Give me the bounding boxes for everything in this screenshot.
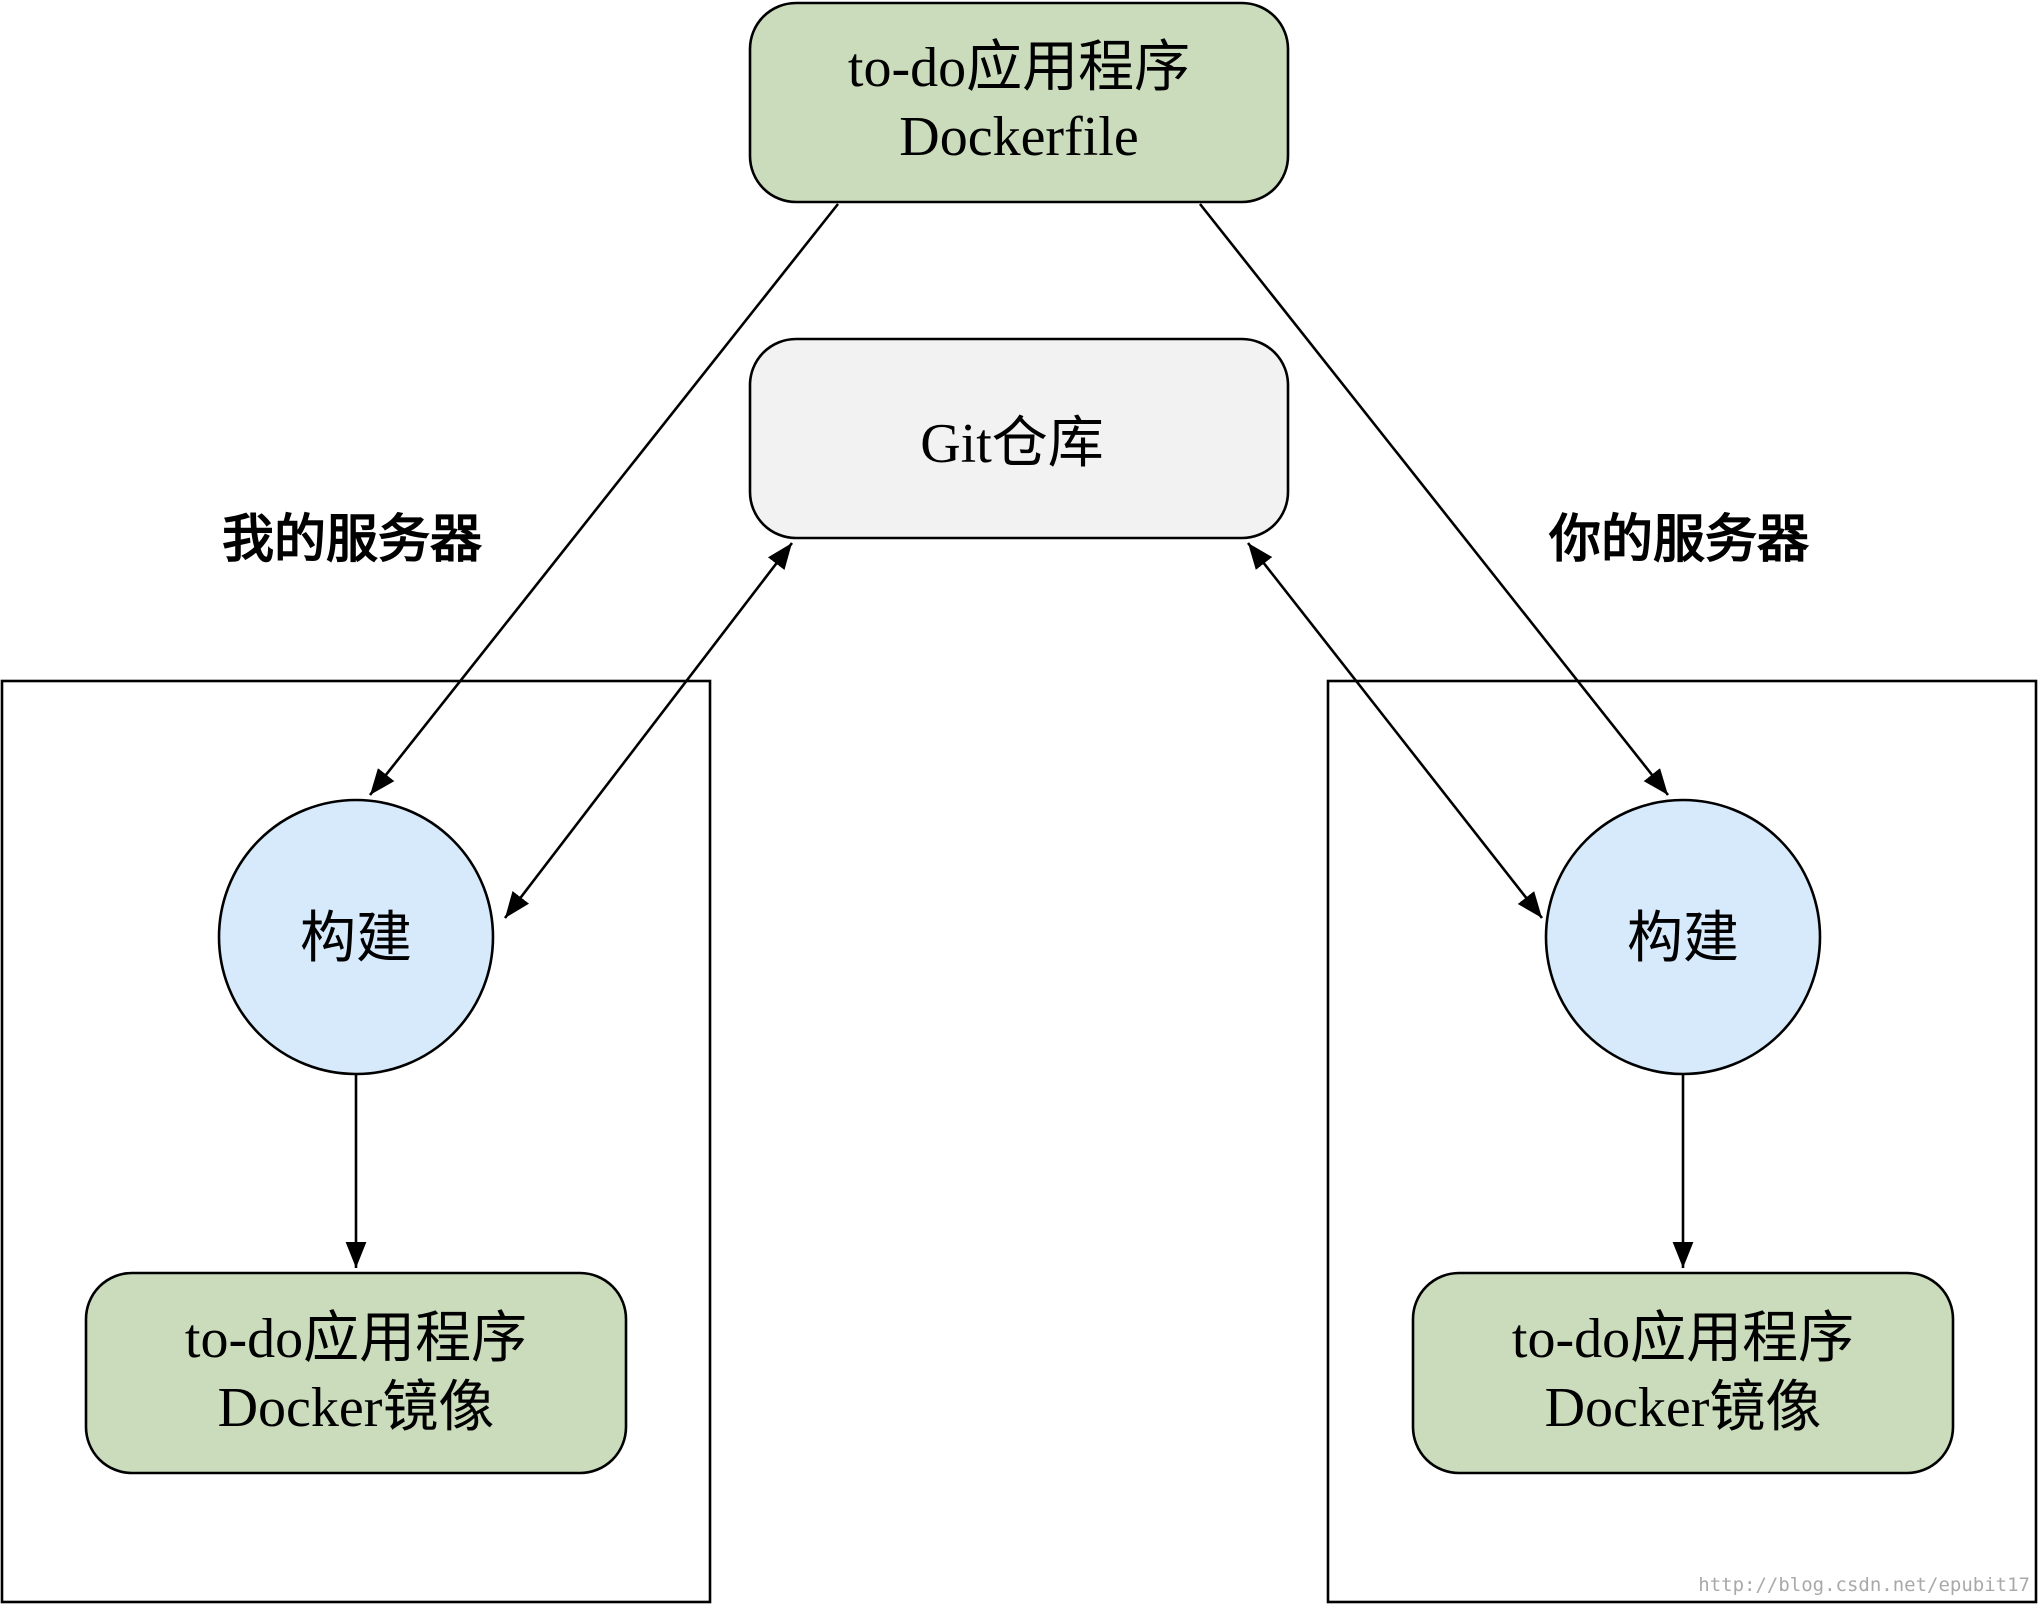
- dockerfile-node-line2: Dockerfile: [899, 106, 1138, 168]
- git-repo-node-box: [748, 337, 1290, 540]
- dockerfile-node-box: [748, 1, 1290, 204]
- left-image-node-line1: to-do应用程序: [185, 1308, 527, 1370]
- right-build-node: 构建: [1544, 798, 1822, 1076]
- left-image-node-box: [84, 1271, 628, 1475]
- left-build-label: 构建: [300, 908, 412, 970]
- git-repo-node: Git仓库: [748, 337, 1290, 540]
- my-server-label: 我的服务器: [222, 510, 483, 570]
- your-server-label: 你的服务器: [1548, 510, 1810, 570]
- right-image-node-line1: to-do应用程序: [1512, 1308, 1854, 1370]
- dockerfile-node-line1: to-do应用程序: [848, 37, 1190, 99]
- edge-dockerfile-to-right-build: [1198, 203, 1670, 796]
- your-server-container: [1326, 679, 2038, 1604]
- right-build-label: 构建: [1627, 908, 1739, 970]
- my-server-container: [0, 679, 712, 1604]
- watermark-text: http://blog.csdn.net/epubit17: [1698, 1574, 2030, 1596]
- edge-git-left-build: [503, 542, 794, 919]
- right-build-circle: [1544, 798, 1822, 1076]
- right-image-node: to-do应用程序 Docker镜像: [1411, 1271, 1955, 1475]
- left-image-node: to-do应用程序 Docker镜像: [84, 1271, 628, 1475]
- git-repo-node-label: Git仓库: [920, 413, 1104, 475]
- left-build-circle: [217, 798, 495, 1076]
- left-build-node: 构建: [217, 798, 495, 1076]
- dockerfile-node: to-do应用程序 Dockerfile: [748, 1, 1290, 204]
- edge-dockerfile-to-left-build: [368, 203, 840, 796]
- edge-git-right-build: [1246, 542, 1544, 919]
- left-image-node-line2: Docker镜像: [218, 1377, 495, 1439]
- right-image-node-box: [1411, 1271, 1955, 1475]
- right-image-node-line2: Docker镜像: [1545, 1377, 1822, 1439]
